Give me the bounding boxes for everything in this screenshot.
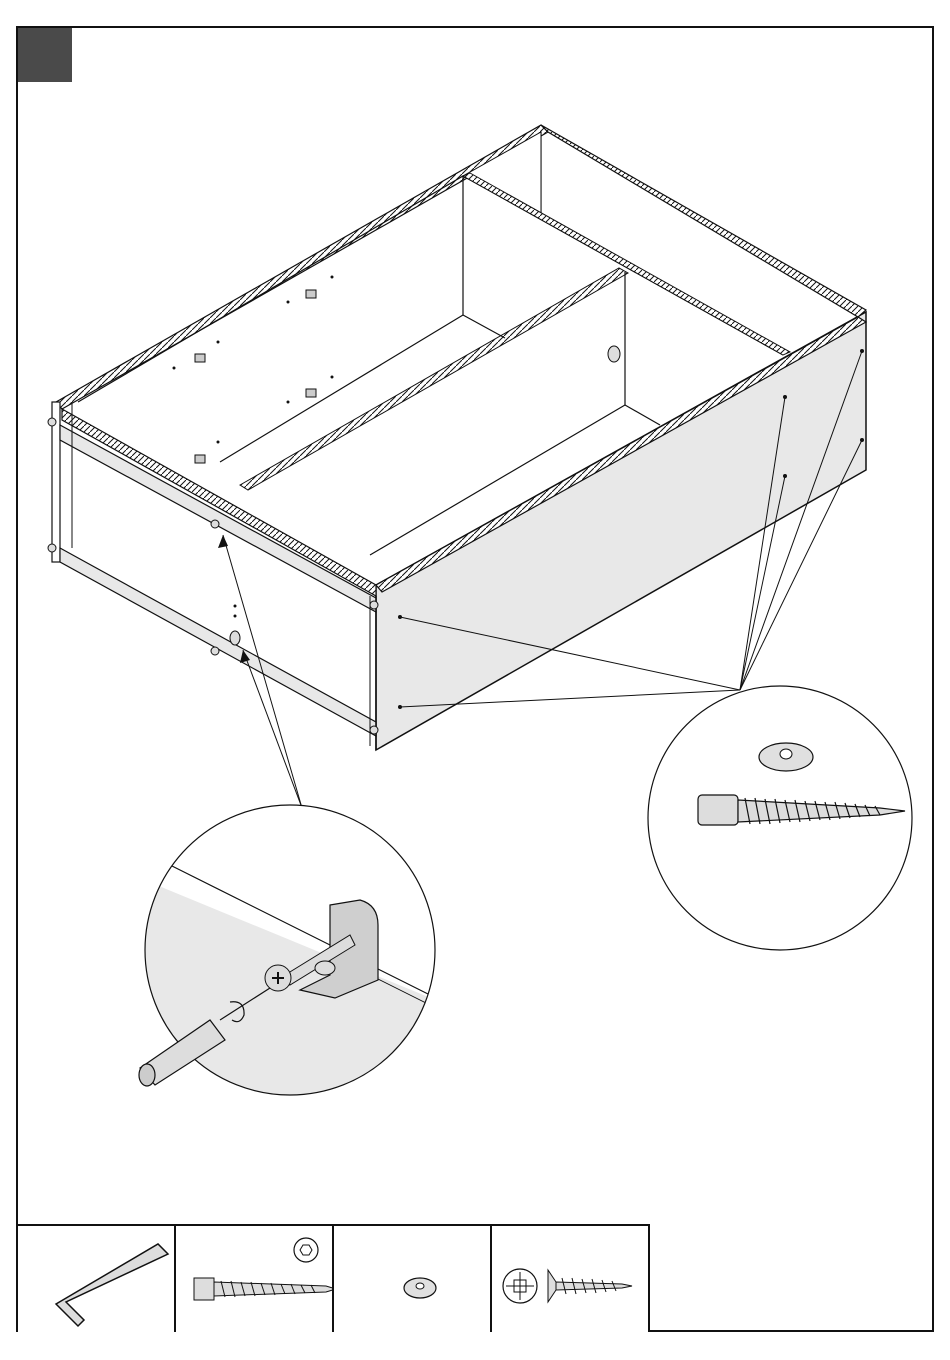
tool-hex-key (16, 1224, 176, 1332)
top-edge-left (56, 125, 548, 409)
hex-screw-icon (176, 1226, 336, 1334)
cam-bracket-detail (120, 805, 460, 1120)
shelf-divider (240, 268, 628, 490)
washer-icon (334, 1226, 494, 1334)
hardware-strip (16, 1224, 656, 1332)
tool-phillips-screw (490, 1224, 650, 1332)
allen-key-icon (18, 1226, 178, 1334)
phillips-screw-icon (492, 1226, 652, 1334)
back-panel (463, 132, 541, 215)
tool-connector-screw (174, 1224, 334, 1332)
tool-cover-cap (332, 1224, 492, 1332)
side-panel (376, 312, 866, 750)
back-panel-screw-detail (648, 686, 912, 950)
left-leader-lines (223, 535, 302, 808)
middle-divider-top (463, 173, 790, 355)
